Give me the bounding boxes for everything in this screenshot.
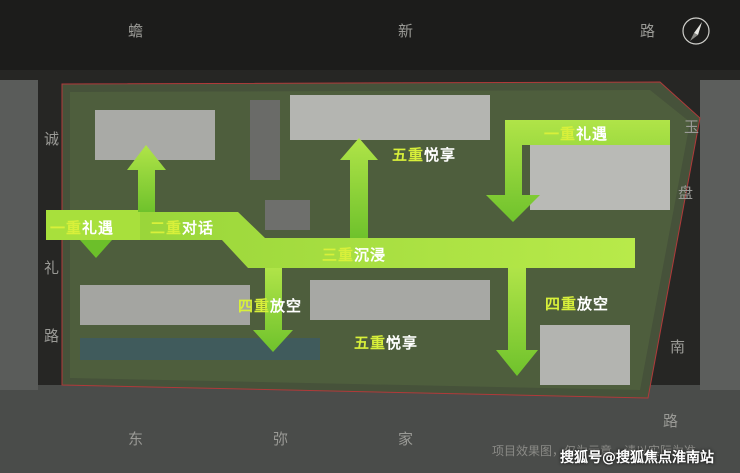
road-label-bottom-2: 弥: [273, 430, 289, 448]
road-label-left-3: 路: [44, 327, 60, 345]
zone-prefix: 五重: [354, 334, 387, 352]
zone-suffix: 礼遇: [82, 219, 115, 237]
building: [530, 145, 670, 210]
road-label-right-2: 盘: [678, 184, 694, 202]
zone-prefix: 四重: [545, 295, 578, 313]
arrow-down-fourth-left: [253, 268, 293, 352]
zone-label-fourth-right: 四重放空: [545, 293, 609, 314]
zone-suffix: 悦享: [386, 334, 419, 352]
zone-suffix: 悦享: [424, 146, 457, 164]
building: [540, 325, 630, 385]
road-label-top-1: 蟾: [128, 22, 144, 40]
zone-suffix: 对话: [182, 219, 215, 237]
right-building-strip: [700, 80, 740, 390]
zone-suffix: 沉浸: [354, 246, 387, 264]
clubhouse: [265, 200, 310, 230]
zone-suffix: 放空: [577, 295, 610, 313]
zone-label-fourth-left: 四重放空: [238, 295, 302, 316]
route-band-main: [140, 212, 635, 268]
image-caption: 项目效果图，仅为示意，请以实际为准: [492, 444, 697, 458]
zone-label-second: 二重对话: [150, 217, 214, 238]
arrow-down-fourth-right: [496, 268, 538, 376]
building: [95, 110, 215, 160]
zone-prefix: 一重: [544, 125, 577, 143]
road-label-right-3: 南: [670, 338, 686, 356]
road-label-bottom-1: 东: [128, 430, 144, 448]
zone-prefix: 三重: [322, 246, 355, 264]
road-label-top-3: 路: [640, 22, 656, 40]
road-label-left-1: 诚: [44, 130, 60, 148]
arrow-up-second: [127, 145, 166, 212]
zone-prefix: 一重: [50, 219, 83, 237]
zone-label-first-left: 一重礼遇: [50, 217, 114, 238]
road-label-bottom-3: 家: [398, 430, 414, 448]
zone-prefix: 四重: [238, 297, 271, 315]
road-label-top-2: 新: [398, 22, 414, 40]
building: [80, 285, 250, 325]
zone-label-fifth-top: 五重悦享: [392, 144, 456, 165]
zone-suffix: 礼遇: [576, 125, 609, 143]
zone-suffix: 放空: [270, 297, 303, 315]
zone-label-fifth-bottom: 五重悦享: [354, 332, 418, 353]
left-building-strip: [0, 80, 38, 390]
bottom-road: [0, 385, 740, 473]
zone-prefix: 五重: [392, 146, 425, 164]
arrow-first-left: [46, 210, 140, 240]
building: [290, 95, 490, 140]
building: [310, 280, 490, 320]
top-road: [0, 0, 740, 70]
watermark: 搜狐号@搜狐焦点淮南站: [560, 450, 714, 466]
gate-structure: [250, 100, 280, 180]
arrow-head: [80, 240, 112, 258]
arrow-up-fifth: [340, 138, 378, 238]
zone-label-first-right: 一重礼遇: [544, 123, 608, 144]
zone-prefix: 二重: [150, 219, 183, 237]
water-feature: [80, 338, 320, 360]
zone-label-third: 三重沉浸: [322, 244, 386, 265]
arrow-first-right: [486, 120, 670, 222]
north-arrow-icon: [682, 17, 710, 45]
road-label-left-2: 礼: [44, 259, 60, 277]
road-label-right-4: 路: [663, 412, 679, 430]
road-label-right-1: 玉: [684, 118, 700, 136]
